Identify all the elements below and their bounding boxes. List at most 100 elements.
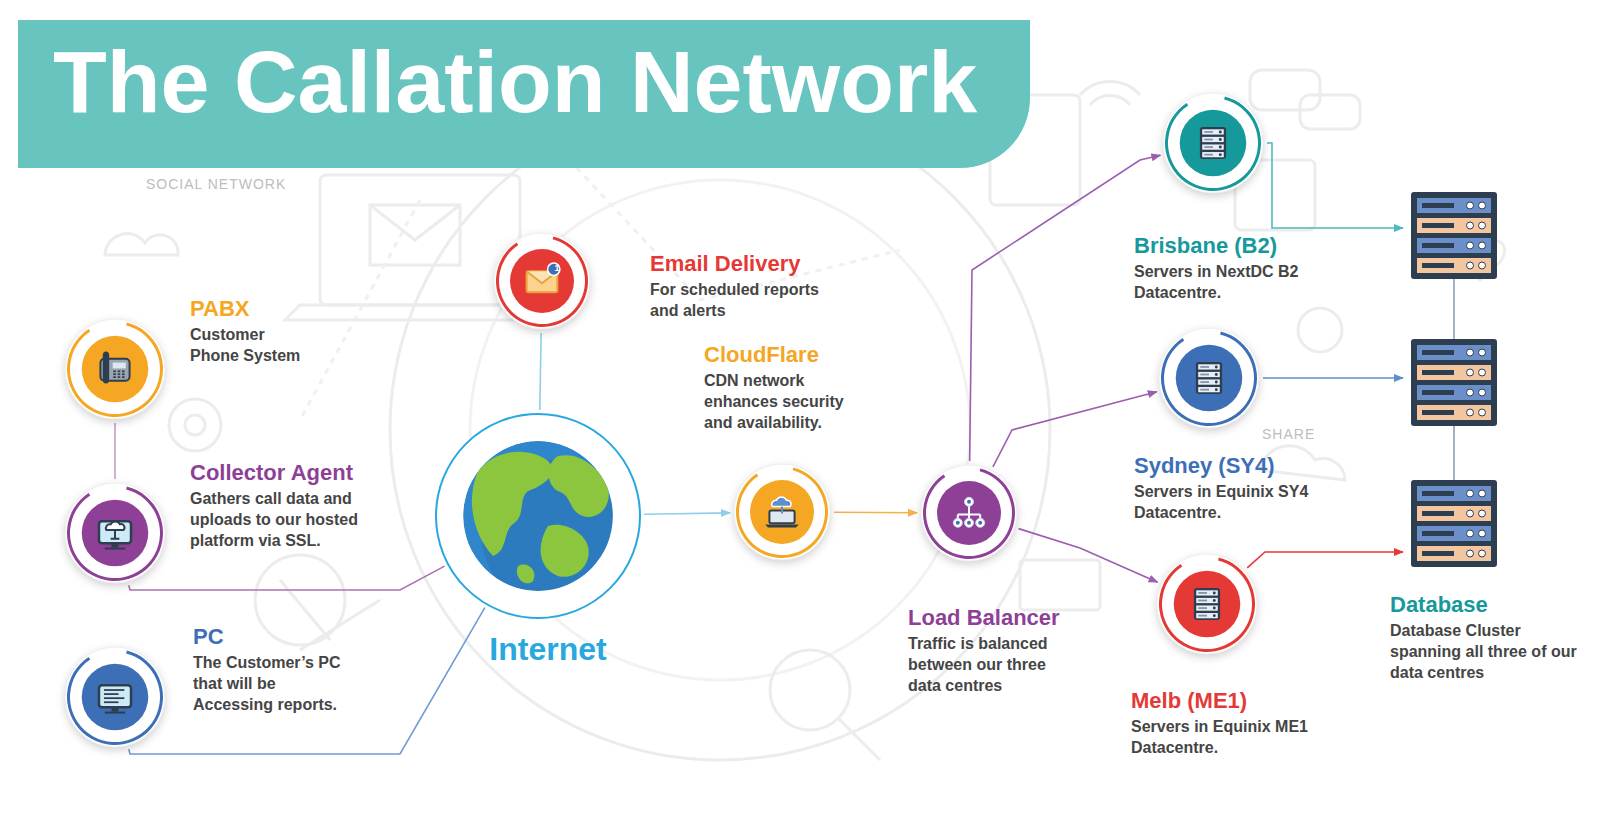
text-block: Melb (ME1) Servers in Equinix ME1 Datacen… bbox=[1131, 688, 1311, 759]
icon-node: CloudFlareCDN network enhances security … bbox=[732, 462, 832, 562]
icon-circle bbox=[65, 647, 165, 747]
node-shape bbox=[63, 317, 167, 421]
icon-circle bbox=[65, 319, 165, 419]
faint-envelope-flap bbox=[370, 205, 460, 240]
node-icon bbox=[953, 497, 984, 527]
node-heading: Melb (ME1) bbox=[1131, 688, 1311, 714]
node-heading: Sydney (SY4) bbox=[1134, 453, 1314, 479]
icon-node: Melb (ME1)Servers in Equinix ME1 Datacen… bbox=[1155, 552, 1259, 656]
node-shape bbox=[919, 463, 1019, 563]
faint-envelope bbox=[370, 205, 460, 265]
node-description: Database Cluster spanning all three of o… bbox=[1390, 621, 1590, 683]
node-description: Servers in Equinix ME1 Datacentre. bbox=[1131, 717, 1311, 759]
node-icon bbox=[1196, 362, 1222, 394]
icon-circle bbox=[65, 483, 165, 583]
node-description: For scheduled reports and alerts bbox=[650, 280, 845, 322]
faint-screen bbox=[1020, 560, 1100, 610]
text-block: Brisbane (B2) Servers in NextDC B2 Datace… bbox=[1134, 233, 1314, 304]
connector-line bbox=[970, 155, 1161, 461]
connector-line bbox=[114, 423, 116, 479]
watermark-label: SOCIAL NETWORK bbox=[146, 176, 286, 192]
node-heading: Email Delivery bbox=[650, 251, 845, 277]
node-description: Customer Phone System bbox=[190, 325, 315, 367]
connector-line bbox=[540, 333, 541, 410]
node-heading: PC bbox=[193, 624, 353, 650]
faint-web-globe bbox=[255, 555, 345, 645]
text-block: Load BalancerTraffic is balanced between… bbox=[908, 605, 1083, 697]
icon-circle bbox=[494, 233, 590, 329]
node-shape bbox=[63, 645, 167, 749]
database-node: DatabaseDatabase Cluster spanning all th… bbox=[1404, 188, 1508, 573]
node-shape bbox=[1161, 91, 1265, 195]
watermark-label: SHARE bbox=[1262, 426, 1315, 442]
node-description: Servers in NextDC B2 Datacentre. bbox=[1134, 262, 1314, 304]
icon-node: PABXCustomer Phone System bbox=[63, 317, 167, 421]
connector-line bbox=[834, 511, 917, 513]
connector-line bbox=[1267, 143, 1403, 228]
faint-chat bbox=[1250, 70, 1320, 110]
icon-circle bbox=[1159, 328, 1259, 428]
node-description: The Customer’s PC that will be Accessing… bbox=[193, 653, 353, 715]
icon-circle bbox=[1163, 93, 1263, 193]
node-heading: CloudFlare bbox=[704, 342, 874, 368]
node-description: Servers in Equinix SY4 Datacentre. bbox=[1134, 482, 1314, 524]
faint-dashed-lines bbox=[300, 150, 900, 420]
connector-line bbox=[644, 513, 730, 514]
node-icon bbox=[99, 685, 131, 713]
faint-node bbox=[1298, 308, 1342, 352]
text-block: Email DeliveryFor scheduled reports and … bbox=[650, 251, 845, 322]
connector-line bbox=[993, 392, 1157, 467]
node-heading: PABX bbox=[190, 296, 315, 322]
node-icon bbox=[1194, 588, 1220, 620]
node-heading: Internet bbox=[468, 630, 628, 668]
connector-line bbox=[129, 608, 485, 754]
node-icon bbox=[100, 352, 129, 384]
node-shape bbox=[434, 412, 642, 620]
icon-circle bbox=[1157, 554, 1257, 654]
faint-cloud bbox=[105, 234, 178, 255]
icon-circle bbox=[921, 465, 1017, 561]
node-icon bbox=[1200, 127, 1226, 159]
icon-node: Collector AgentGathers call data and upl… bbox=[63, 481, 167, 585]
node-icon bbox=[765, 497, 799, 527]
faint-magnifier-handle bbox=[838, 718, 880, 760]
node-shape bbox=[1404, 188, 1508, 573]
faint-wifi bbox=[1080, 81, 1140, 105]
node-heading: Load Balancer bbox=[908, 605, 1083, 631]
node-shape bbox=[492, 231, 592, 331]
icon-node: Brisbane (B2)Servers in NextDC B2 Datace… bbox=[1161, 91, 1265, 195]
node-shape bbox=[1155, 552, 1259, 656]
faint-chat bbox=[1300, 95, 1360, 129]
database-stacks bbox=[1411, 192, 1497, 567]
node-shape bbox=[1157, 326, 1261, 430]
connector-line bbox=[1263, 377, 1403, 379]
title-text: The Callation Network bbox=[53, 38, 977, 126]
node-icon bbox=[99, 521, 131, 549]
connector-line bbox=[1019, 529, 1158, 583]
text-block: Sydney (SY4) Servers in Equinix SY4 Datac… bbox=[1134, 453, 1314, 524]
node-heading: Brisbane (B2) bbox=[1134, 233, 1314, 259]
node-description: Traffic is balanced between our three da… bbox=[908, 634, 1083, 696]
node-heading: Collector Agent bbox=[190, 460, 395, 486]
faint-decor bbox=[105, 70, 1505, 760]
text-block: CloudFlareCDN network enhances security … bbox=[704, 342, 874, 434]
faint-gear bbox=[169, 399, 221, 451]
badge-number: 1 bbox=[551, 262, 563, 274]
connector-line bbox=[1247, 552, 1403, 568]
text-block: Internet bbox=[468, 630, 628, 668]
node-shape bbox=[732, 462, 832, 562]
faint-gear bbox=[185, 415, 205, 435]
connector-line bbox=[129, 566, 445, 590]
node-heading: Database bbox=[1390, 592, 1590, 618]
internet-node: Internet bbox=[434, 412, 642, 620]
icon-node: Load BalancerTraffic is balanced between… bbox=[919, 463, 1019, 563]
icon-node: Sydney (SY4)Servers in Equinix SY4 Datac… bbox=[1157, 326, 1261, 430]
text-block: PC The Customer’s PC that will be Accessi… bbox=[193, 624, 353, 716]
text-block: PABX Customer Phone System bbox=[190, 296, 315, 367]
faint-laptop bbox=[320, 175, 520, 305]
text-block: DatabaseDatabase Cluster spanning all th… bbox=[1390, 592, 1590, 684]
node-shape bbox=[63, 481, 167, 585]
icon-node: Email DeliveryFor scheduled reports and … bbox=[492, 231, 592, 331]
title-banner: The Callation Network bbox=[18, 20, 1030, 168]
